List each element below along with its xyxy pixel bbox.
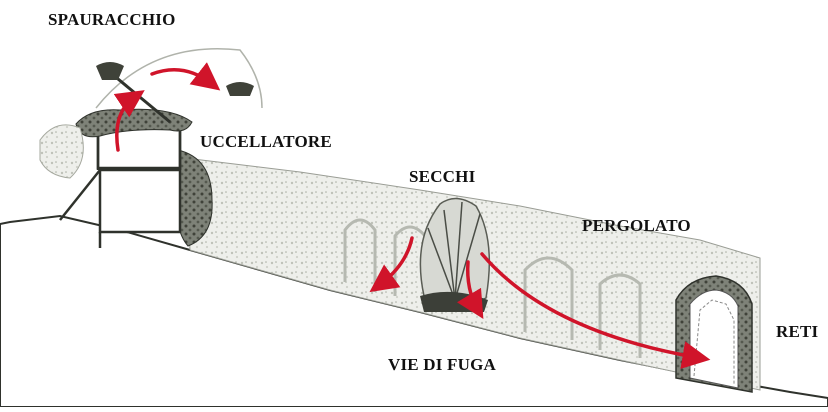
- left-tree: [40, 125, 83, 178]
- label-spauracchio: SPAURACCHIO: [48, 10, 176, 30]
- spauracchio-arc: [96, 49, 262, 108]
- label-pergolato: PERGOLATO: [582, 216, 691, 236]
- label-reti: RETI: [776, 322, 818, 342]
- arrow-scarecrow-swing: [152, 70, 212, 84]
- label-uccellatore: UCCELLATORE: [200, 132, 332, 152]
- scarecrow-left: [96, 62, 124, 80]
- label-vie-di-fuga: VIE DI FUGA: [388, 355, 496, 375]
- label-secchi: SECCHI: [409, 167, 475, 187]
- scarecrow-right: [226, 82, 254, 96]
